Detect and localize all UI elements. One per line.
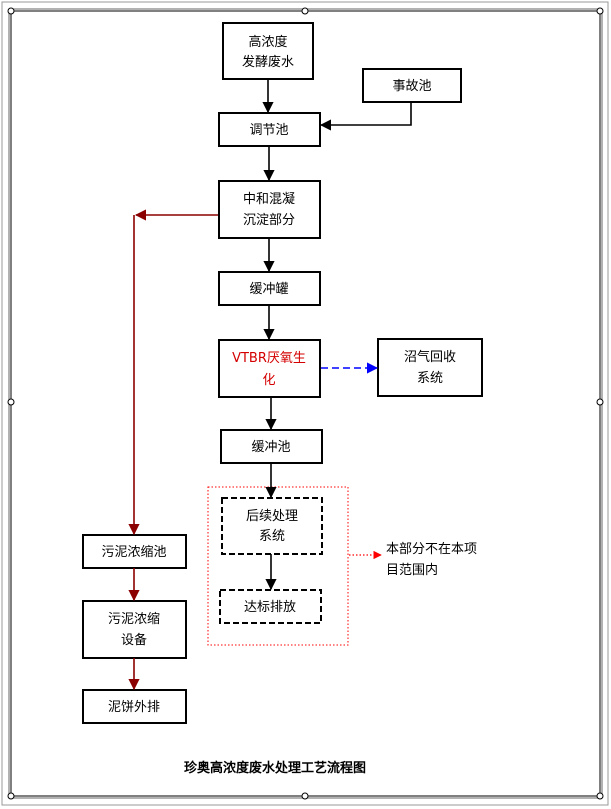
- node-followup-treatment: 后续处理 系统: [221, 497, 323, 555]
- node-buffer-tank: 缓冲罐: [218, 271, 321, 306]
- node-sludge-thickener: 污泥浓缩池: [82, 534, 187, 569]
- diagram-title: 珍奥高浓度废水处理工艺流程图: [184, 760, 366, 776]
- out-of-scope-region: [207, 486, 349, 646]
- node-vtbr-line2: 化: [262, 373, 275, 388]
- node-accident-pool: 事故池: [362, 68, 462, 103]
- node-source-line1: 高浓度: [248, 34, 287, 50]
- node-followup-line2: 系统: [259, 529, 285, 544]
- node-followup-line1: 后续处理: [246, 509, 298, 524]
- connectors: [128, 79, 412, 691]
- node-sludge-thickener-label: 污泥浓缩池: [101, 544, 166, 560]
- node-sludge-equipment-line2: 设备: [121, 632, 147, 648]
- arrow-accident-to-regulating: [319, 102, 412, 131]
- node-discharge: 达标排放: [219, 589, 322, 624]
- node-neutralization-line2: 沉淀部分: [243, 213, 295, 228]
- node-sludge-equipment-line1: 污泥浓缩: [108, 611, 160, 627]
- node-regulating-label: 调节池: [249, 123, 288, 138]
- node-biogas-line2: 系统: [417, 371, 443, 386]
- node-biogas-recovery: 沼气回收 系统: [377, 338, 483, 397]
- note-line1: 本部分不在本项: [386, 542, 477, 557]
- node-source: 高浓度 发酵废水: [222, 22, 314, 80]
- node-regulating-pool: 调节池: [218, 112, 321, 147]
- node-biogas-line1: 沼气回收: [404, 349, 456, 365]
- node-buffer-pool-label: 缓冲池: [251, 440, 290, 455]
- node-neutralization-line1: 中和混凝: [243, 191, 295, 207]
- note-line2: 目范围内: [386, 562, 438, 578]
- node-accident-label: 事故池: [392, 79, 431, 94]
- node-neutralization: 中和混凝 沉淀部分: [218, 180, 321, 239]
- node-buffer-tank-label: 缓冲罐: [249, 282, 288, 297]
- node-buffer-pool: 缓冲池: [220, 429, 323, 464]
- node-vtbr-line1: VTBR厌氧生: [232, 351, 306, 366]
- node-discharge-label: 达标排放: [244, 600, 296, 615]
- node-vtbr: VTBR厌氧生 化: [218, 339, 321, 398]
- node-sludge-equipment: 污泥浓缩 设备: [82, 600, 187, 659]
- node-sludge-cake-label: 泥饼外排: [108, 700, 160, 715]
- node-sludge-cake: 泥饼外排: [82, 689, 187, 724]
- node-source-line2: 发酵废水: [242, 54, 294, 70]
